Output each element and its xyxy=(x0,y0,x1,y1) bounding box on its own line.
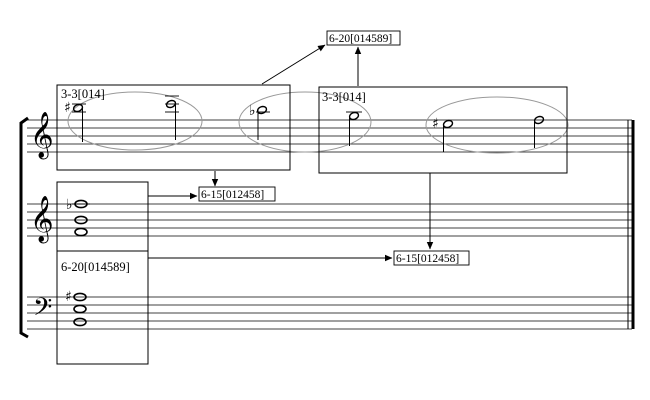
bass-box-label: 6-20[014589] xyxy=(61,260,130,274)
svg-text:♯: ♯ xyxy=(65,289,72,305)
note-staff1-3: ♭ xyxy=(249,103,270,140)
chord-box-treble xyxy=(56,181,149,252)
bass-clef-icon: 𝄢 xyxy=(33,293,52,328)
set-tag-top xyxy=(326,30,401,46)
system-bracket xyxy=(19,116,29,339)
staff-3 xyxy=(27,296,632,330)
set-label-left: 3-3[014] xyxy=(61,87,105,101)
set-box-left xyxy=(56,84,291,171)
treble-clef-icon: 𝄞 xyxy=(30,112,54,160)
treble-clef-icon: 𝄞 xyxy=(30,196,54,244)
grouping-ellipse xyxy=(67,91,203,151)
set-tag-mid-label: 6-15[012458] xyxy=(201,189,264,201)
chord-box-bass xyxy=(56,250,149,365)
set-tag-mid xyxy=(198,186,276,202)
arrow-left-to-top xyxy=(261,44,326,85)
note-staff1-2 xyxy=(165,95,179,140)
note-staff1-1: ♯ xyxy=(64,100,86,142)
staff-2 xyxy=(27,203,632,237)
svg-text:♯: ♯ xyxy=(64,100,71,116)
svg-text:♭: ♭ xyxy=(66,197,73,213)
set-tag-lower-label: 6-15[012458] xyxy=(396,253,459,265)
set-tag-top-label: 6-20[014589] xyxy=(329,33,392,45)
set-box-right xyxy=(318,86,568,174)
grouping-ellipse xyxy=(238,91,372,153)
chord-staff3: ♯ xyxy=(65,289,87,327)
note-staff1-6 xyxy=(533,115,545,148)
note-staff1-5: ♯ xyxy=(432,116,454,152)
svg-text:♭: ♭ xyxy=(249,103,256,119)
chord-staff2: ♭ xyxy=(66,197,90,237)
svg-text:♯: ♯ xyxy=(432,116,439,132)
set-tag-lower xyxy=(393,250,470,266)
set-label-right: 3-3[014] xyxy=(322,90,366,104)
staff-1 xyxy=(27,119,632,153)
note-staff1-4 xyxy=(346,111,362,146)
grouping-ellipse xyxy=(425,96,569,154)
